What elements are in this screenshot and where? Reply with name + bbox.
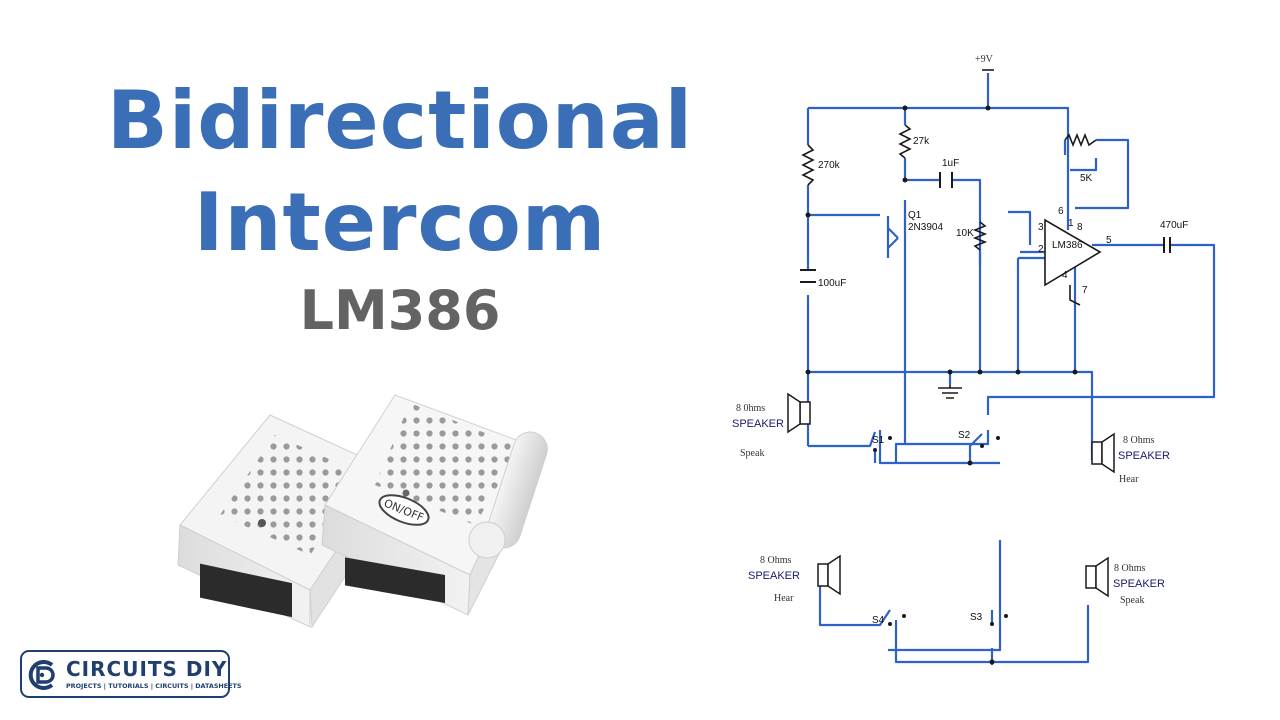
pot-5k-symbol xyxy=(1064,132,1097,148)
label-pot-gain: 5K xyxy=(1080,173,1093,184)
logo-name: CIRCUITS DIY xyxy=(66,657,228,681)
antenna xyxy=(468,431,548,559)
intercom-product-photo: ON/OFF xyxy=(177,394,548,629)
capacitor-1uf-symbol xyxy=(939,172,953,188)
pot-10k-symbol xyxy=(972,221,988,251)
label-sw4: S4 xyxy=(872,615,885,626)
label-c-bypass: 100uF xyxy=(818,278,846,289)
label-pin6: 6 xyxy=(1058,206,1064,217)
label-q1-part: 2N3904 xyxy=(908,222,943,233)
resistor-27k-symbol xyxy=(898,124,912,159)
logo-tagline: PROJECTS | TUTORIALS | CIRCUITS | DATASH… xyxy=(66,682,242,690)
label-sw3: S3 xyxy=(970,612,983,623)
label-pin2: 2 xyxy=(1038,244,1044,255)
speaker-left-symbol xyxy=(787,392,811,434)
label-lower-right-name: SPEAKER xyxy=(1113,578,1165,590)
circuits-diy-logo-mark-icon xyxy=(28,660,55,690)
label-sw1: S1 xyxy=(872,435,885,446)
title-block: Bidirectional Intercom LM386 xyxy=(70,70,730,346)
speaker-lower-left-symbol xyxy=(817,554,841,596)
circuit-schematic: +9V 270k 27k 1uF Q1 2N3904 10K 5K 100uF … xyxy=(732,54,1216,665)
label-spk-right-name: SPEAKER xyxy=(1118,450,1170,462)
label-spk-left-name: SPEAKER xyxy=(732,418,784,430)
page-subtitle: LM386 xyxy=(299,279,501,342)
label-spk-right-role: Hear xyxy=(1119,474,1139,485)
label-sw2: S2 xyxy=(958,430,971,441)
label-c-coupling: 1uF xyxy=(942,158,959,169)
label-pin5: 5 xyxy=(1106,235,1112,246)
label-lower-left-role: Hear xyxy=(774,593,794,604)
label-r-bias: 270k xyxy=(818,160,841,171)
label-r-collector: 27k xyxy=(913,136,930,147)
resistor-270k-symbol xyxy=(801,144,815,186)
label-spk-left-ohms: 8 0hms xyxy=(736,403,765,414)
label-c-output: 470uF xyxy=(1160,220,1188,231)
lm386-amp-symbol xyxy=(1044,218,1102,287)
label-lower-right-ohms: 8 Ohms xyxy=(1114,563,1146,574)
ground-symbol xyxy=(938,385,962,399)
label-pin7: 7 xyxy=(1082,285,1088,296)
capacitor-100uf-symbol xyxy=(800,269,816,283)
label-pot-volume: 10K xyxy=(956,228,974,239)
label-pin1: 1 xyxy=(1068,218,1074,229)
label-lower-right-role: Speak xyxy=(1120,595,1144,606)
label-lower-left-ohms: 8 Ohms xyxy=(760,555,792,566)
circuits-diy-logo[interactable]: CIRCUITS DIY PROJECTS | TUTORIALS | CIRC… xyxy=(20,650,241,698)
page-title-line-1: Bidirectional xyxy=(106,74,694,167)
label-pin4: 4 xyxy=(1062,270,1068,281)
label-pin3: 3 xyxy=(1038,222,1044,233)
label-lower-left-name: SPEAKER xyxy=(748,570,800,582)
label-amp: LM386 xyxy=(1052,240,1083,251)
page-title-line-2: Intercom xyxy=(193,176,607,269)
label-q1-ref: Q1 xyxy=(908,210,922,221)
label-spk-left-role: Speak xyxy=(740,448,764,459)
speaker-right-symbol xyxy=(1091,432,1115,474)
label-pin8: 8 xyxy=(1077,222,1083,233)
label-supply: +9V xyxy=(975,54,994,65)
label-spk-right-ohms: 8 Ohms xyxy=(1123,435,1155,446)
capacitor-470uf-symbol xyxy=(1163,237,1171,253)
speaker-lower-right-symbol xyxy=(1085,556,1109,598)
